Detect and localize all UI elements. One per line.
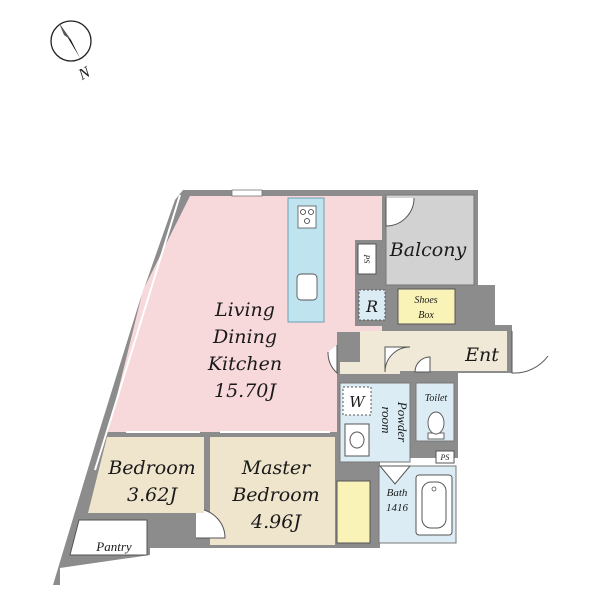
- refrigerator-box: [358, 289, 386, 321]
- hall-door-swing-2: [414, 356, 431, 373]
- powder-room-label-line2: room: [379, 407, 394, 434]
- washer-label: W: [349, 393, 366, 411]
- master-bedroom-label-line2: Bedroom: [231, 484, 319, 506]
- ldk-label: Living Dining Kitchen 15.70J: [207, 299, 282, 402]
- kitchen-sink-icon: [296, 273, 318, 301]
- balcony-door-swing: [385, 197, 415, 227]
- ldk-label-line3: Kitchen: [207, 353, 282, 375]
- ps-upper-box: [357, 243, 377, 275]
- master-bedroom-closet: [336, 480, 371, 544]
- refrigerator-label: R: [365, 297, 378, 316]
- entrance-door-swing: [511, 331, 549, 374]
- stove-icon: [297, 205, 317, 229]
- bath-size-label: 1416: [386, 502, 409, 514]
- shoes-box: [397, 288, 456, 325]
- bath-door-swing: [378, 465, 412, 485]
- toilet-icon: [427, 411, 445, 440]
- wash-basin-icon: [344, 423, 370, 457]
- master-bedroom-label-line1: Master: [241, 457, 312, 479]
- ldk-door-swing: [327, 345, 338, 375]
- compass-north-label: N: [75, 63, 94, 84]
- master-bedroom-area-label: 4.96J: [250, 511, 302, 533]
- window-slanted-wall: [94, 194, 181, 471]
- pantry-floor: [69, 519, 148, 556]
- shoes-box-label-line2: Box: [418, 310, 434, 321]
- bedroom-label-line1: Bedroom: [107, 457, 195, 479]
- window-top: [231, 189, 263, 197]
- ldk-label-line2: Dining: [212, 326, 277, 348]
- toilet-label: Toilet: [425, 393, 448, 404]
- shoes-box-label-line1: Shoes: [414, 295, 437, 306]
- washer-box: [342, 386, 372, 416]
- ps-upper-label: PS: [362, 254, 371, 264]
- bedroom-floor: [88, 437, 204, 513]
- ldk-label-line1: Living: [214, 299, 275, 321]
- pantry-label: Pantry: [95, 539, 132, 554]
- bedroom-area-label: 3.62J: [127, 484, 178, 506]
- entrance-label: Ent: [464, 344, 499, 366]
- north-arrow-compass-icon: N: [50, 20, 94, 84]
- ps-lower-box: [435, 450, 455, 464]
- balcony-label: Balcony: [389, 239, 467, 261]
- powder-room-label-line1: Powder: [395, 401, 410, 443]
- ps-lower-label: PS: [440, 453, 450, 462]
- hall-door-swing-1: [384, 346, 411, 373]
- hall-floor: [340, 362, 400, 374]
- bath-label-line1: Bath: [387, 487, 408, 499]
- ldk-area-label: 15.70J: [214, 380, 277, 402]
- master-bedroom-floor: [210, 437, 335, 545]
- bathtub-icon: [415, 474, 453, 536]
